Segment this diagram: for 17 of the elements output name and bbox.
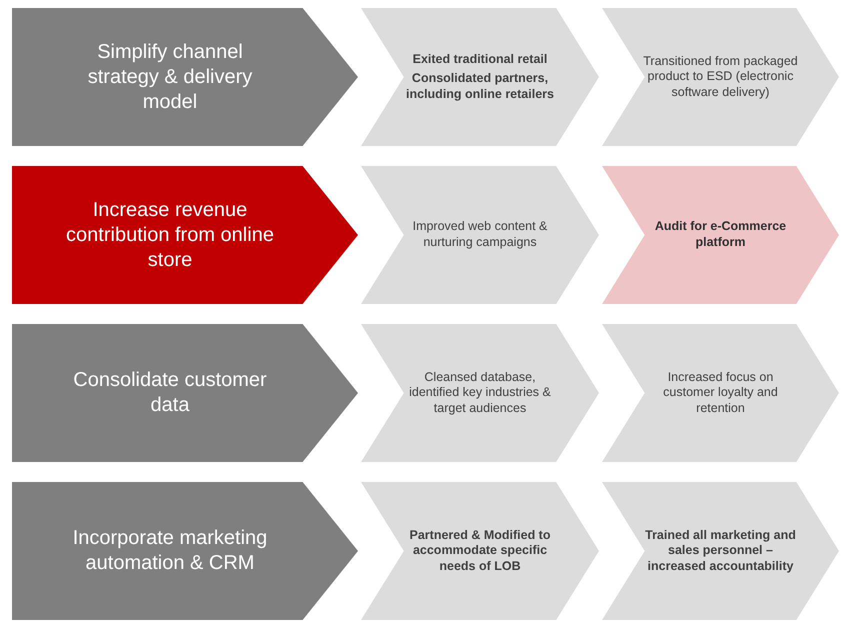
chevron-text: Trained all marketing and sales personnel – increased accountability xyxy=(644,528,797,574)
chevron-shape xyxy=(12,482,358,620)
chevron-text: Exited traditional retail xyxy=(412,52,548,68)
chevron-text: Improved web content & nurturing campaigns xyxy=(412,219,548,251)
chevron-text: Simplify channel strategy & delivery model xyxy=(86,40,254,114)
chevron-text: Consolidated partners, including online retailers xyxy=(405,71,555,102)
chevron-text: Increased focus on customer loyalty and retention xyxy=(662,370,779,416)
chevron-text: Cleansed database, identified key industries & target audiences xyxy=(408,370,552,416)
chevron-text: Increase revenue contribution from online store xyxy=(65,198,275,272)
chevron-shape xyxy=(12,166,358,304)
chevron-text: Consolidate customer data xyxy=(72,368,268,418)
chevron-text: Audit for e-Commerce platform xyxy=(654,219,788,251)
chevron-text: Incorporate marketing automation & CRM xyxy=(72,526,268,576)
chevron-text: Transitioned from packaged product to ESD (electronic software delivery) xyxy=(642,54,799,100)
chevron-text: Partnered & Modified to accommodate specific needs of LOB xyxy=(408,528,552,574)
chevron-shape xyxy=(12,8,358,146)
chevron-shape xyxy=(12,324,358,462)
